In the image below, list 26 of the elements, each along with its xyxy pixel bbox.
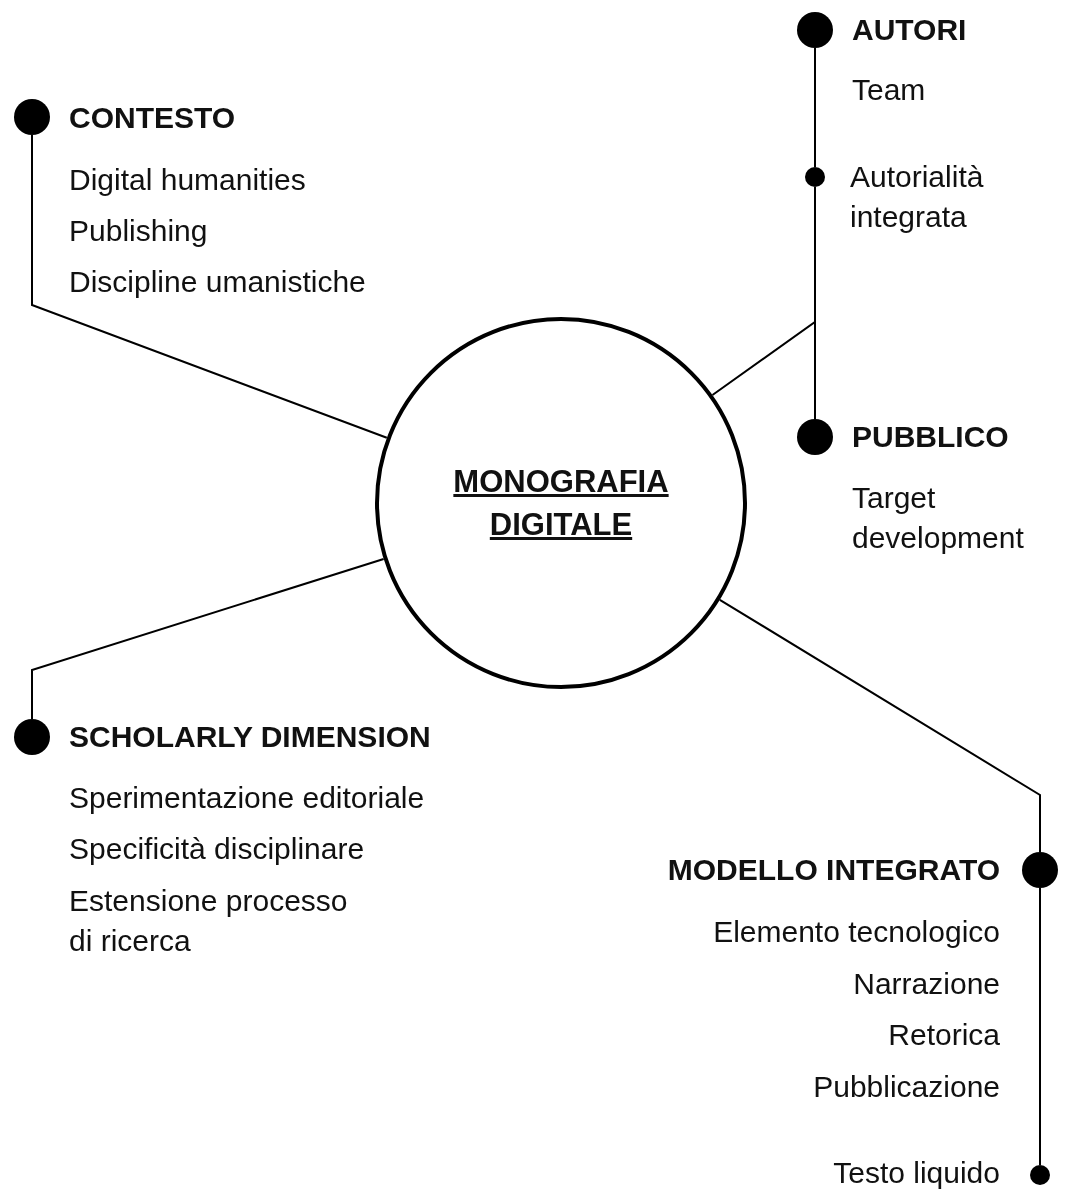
connector-line [814,47,816,168]
topic-item: Testo liquido [832,1155,1000,1191]
connector-line [711,320,816,420]
topic-item: Estensione processo di ricerca [69,883,349,959]
topic-item: Publishing [69,213,209,249]
topic-item: Sperimentazione editoriale [69,780,426,816]
topic-heading: PUBBLICO [852,419,1010,455]
topic-heading: AUTORI [852,12,968,48]
topic-item: Specificità disciplinare [69,831,366,867]
topic-item: Narrazione [852,966,1000,1002]
topic-item: Retorica [887,1017,1000,1053]
topic-heading: SCHOLARLY DIMENSION [69,719,432,755]
topic-heading: CONTESTO [69,100,237,136]
connector-line [1039,887,1041,1166]
topic-heading: MODELLO INTEGRATO [666,852,1000,888]
topic-item: Digital humanities [69,162,307,198]
topic-item: Elemento tecnologico [712,914,1000,950]
topic-item: Discipline umanistiche [69,264,367,300]
connector-line [31,134,388,439]
connector-line [718,598,1041,853]
topic-item: Autorialità integrata [850,159,985,235]
topic-item: Team [852,72,927,108]
topic-item: Pubblicazione [812,1069,1000,1105]
topic-item: Target development [852,480,1025,556]
connector-line [31,558,385,720]
center-title: MONOGRAFIA DIGITALE [452,463,670,544]
